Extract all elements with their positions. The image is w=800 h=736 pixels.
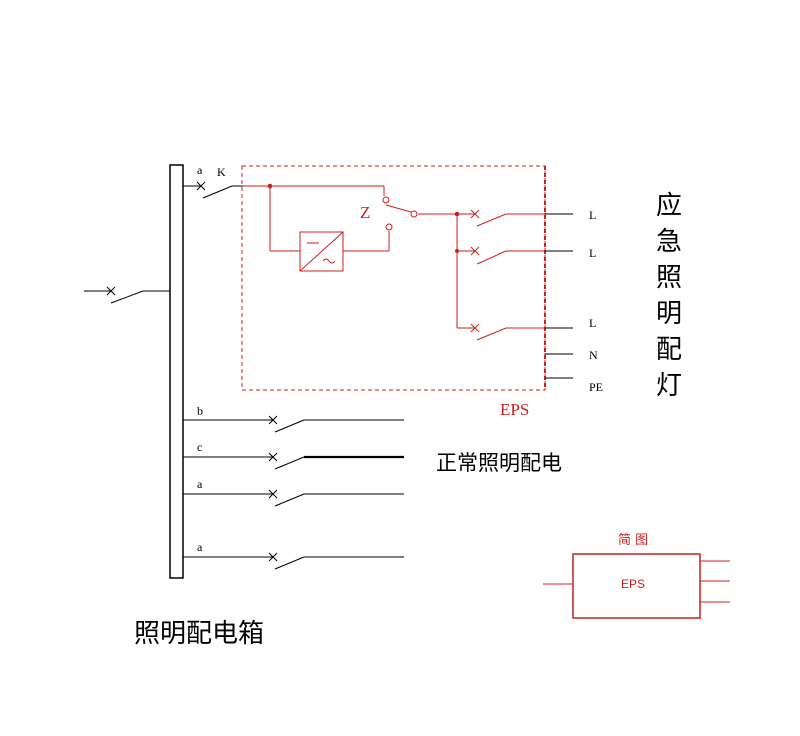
side-title-char: 明 (656, 299, 682, 329)
feeder-k (183, 181, 243, 199)
feeder-a2 (183, 489, 404, 507)
contact-circle (385, 223, 393, 231)
side-title: 应 急 照 明 配 灯 (656, 191, 682, 401)
simple-eps-label: EPS (621, 577, 645, 591)
output-switch-l1 (470, 209, 573, 227)
side-title-char: 灯 (656, 371, 682, 401)
panel-title: 照明配电箱 (134, 619, 264, 649)
junction-dot (455, 249, 459, 253)
side-title-char: 配 (656, 335, 682, 365)
output-switch-l2 (470, 246, 573, 265)
normal-lighting-label: 正常照明配电 (436, 451, 562, 475)
contact-circle (410, 210, 418, 218)
label-a2: a (197, 477, 203, 491)
output-switch-l3 (470, 323, 573, 341)
feeder-b (183, 415, 404, 433)
label-a-top: a (197, 163, 203, 177)
contact-circle (382, 196, 390, 204)
label-c: c (197, 440, 202, 454)
label-a3: a (197, 540, 203, 554)
inverter-box (299, 231, 344, 272)
incoming-breaker (84, 286, 170, 304)
simple-eps-symbol (543, 553, 730, 619)
label-k: K (217, 165, 226, 179)
eps-internal-circuit (243, 185, 475, 329)
simple-diagram-title: 简 图 (618, 532, 648, 548)
side-title-char: 应 (656, 191, 682, 221)
feeder-c (183, 452, 404, 470)
junction-dot (454, 211, 460, 217)
label-out-l2: L (589, 246, 596, 260)
label-eps-box: EPS (500, 400, 529, 419)
label-out-n: N (589, 348, 598, 362)
label-out-l1: L (589, 208, 596, 222)
label-b: b (197, 404, 203, 418)
busbar (169, 164, 184, 579)
label-out-l3: L (589, 316, 596, 330)
eps-boundary (241, 165, 546, 391)
label-z: Z (360, 203, 370, 222)
side-title-char: 照 (656, 263, 682, 293)
junction-dot (267, 183, 273, 189)
feeder-a3 (183, 552, 404, 570)
label-out-pe: PE (589, 380, 603, 394)
side-title-char: 急 (656, 227, 682, 257)
